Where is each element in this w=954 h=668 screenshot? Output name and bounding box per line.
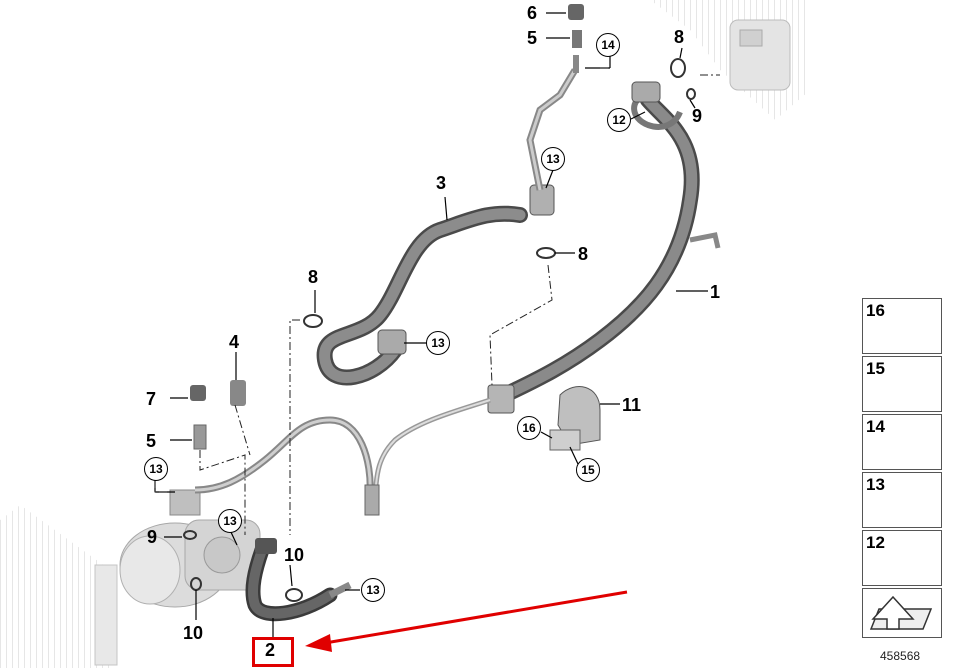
callout-16-circled[interactable]: 16: [517, 416, 541, 440]
legend-number: 12: [866, 533, 885, 552]
legend-number: 15: [866, 359, 885, 378]
dash-lines: [154, 67, 720, 535]
callout-13-circled-mid[interactable]: 13: [426, 331, 450, 355]
arrow-icon: [869, 595, 933, 630]
callout-13-circled-bottom[interactable]: 13: [361, 578, 385, 602]
callout-13-circled-top[interactable]: 13: [541, 147, 565, 171]
callout-5-left[interactable]: 5: [146, 431, 157, 451]
callout-13-circled-compressor[interactable]: 13: [218, 509, 242, 533]
callout-6[interactable]: 6: [527, 3, 538, 23]
line-2: [245, 538, 352, 622]
line-1: [372, 81, 721, 511]
callout-2[interactable]: 2: [265, 640, 276, 660]
highlight-arrow: [305, 590, 628, 652]
callout-14-circled[interactable]: 14: [596, 33, 620, 57]
condenser-top: [650, 0, 810, 120]
callout-8-left[interactable]: 8: [308, 267, 319, 287]
legend-number: 13: [866, 475, 885, 494]
legend-cell-16[interactable]: 16: [862, 298, 942, 354]
callout-10-right[interactable]: 10: [284, 545, 305, 565]
small-parts: [190, 4, 584, 450]
callout-5-top[interactable]: 5: [527, 28, 538, 48]
callout-1[interactable]: 1: [710, 282, 721, 302]
legend-number: 14: [866, 417, 885, 436]
legend-cell-arrow[interactable]: [862, 588, 942, 638]
legend-cell-13[interactable]: 13: [862, 472, 942, 528]
legend-number: 16: [866, 301, 885, 320]
bracket-assembly: [549, 386, 601, 451]
highlight-box: [252, 637, 294, 667]
legend-cell-15[interactable]: 15: [862, 356, 942, 412]
callout-12-circled[interactable]: 12: [607, 108, 631, 132]
o-rings: [183, 58, 696, 602]
document-number: 458568: [880, 649, 921, 663]
condenser-bottom: [0, 505, 118, 668]
callout-9-left[interactable]: 9: [147, 527, 158, 547]
callout-9-top[interactable]: 9: [692, 106, 703, 126]
callout-10-left[interactable]: 10: [183, 623, 204, 643]
legend-cell-12[interactable]: 12: [862, 530, 942, 586]
compressor: [119, 489, 261, 608]
callout-8-top[interactable]: 8: [674, 27, 685, 47]
callout-7[interactable]: 7: [146, 389, 157, 409]
line-3: [316, 68, 579, 386]
callout-3[interactable]: 3: [436, 173, 447, 193]
callout-8-mid[interactable]: 8: [578, 244, 589, 264]
callout-11[interactable]: 11: [622, 395, 642, 415]
suction-pipe: [194, 416, 380, 516]
callout-4[interactable]: 4: [229, 332, 240, 352]
legend-cell-14[interactable]: 14: [862, 414, 942, 470]
callout-15-circled[interactable]: 15: [576, 458, 600, 482]
callout-13-circled-left[interactable]: 13: [144, 457, 168, 481]
